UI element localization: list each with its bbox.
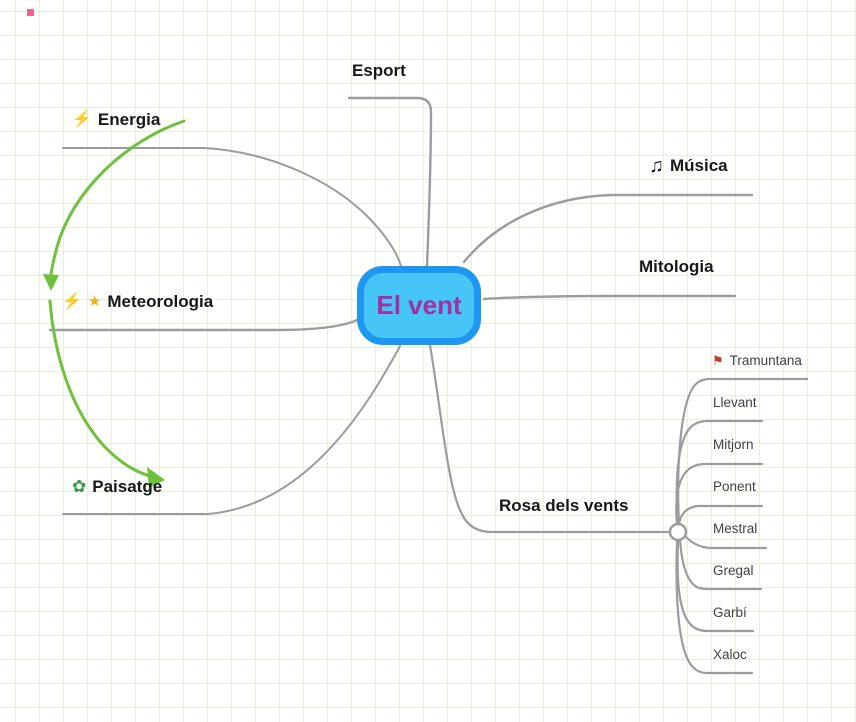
relation-arrow-energia-meteorologia[interactable] <box>49 119 186 279</box>
branch-mitologia[interactable]: Mitologia <box>639 257 714 277</box>
child-xaloc[interactable]: Xaloc <box>713 646 747 664</box>
relation-arrow-meteorologia-paisatge[interactable] <box>48 299 152 478</box>
child-line-llevant <box>675 419 764 526</box>
branch-line-mitologia <box>482 294 737 301</box>
lightning-icon: ⚡ <box>72 111 92 128</box>
branch-line-rosa-dels-vents <box>428 343 670 534</box>
branch-line-musica <box>462 193 754 264</box>
child-line-mestral <box>684 535 768 550</box>
central-node-label: El vent <box>376 290 462 320</box>
child-garbi[interactable]: Garbí <box>713 604 747 622</box>
branch-esport[interactable]: Esport <box>352 61 406 81</box>
branch-line-esport <box>347 96 433 268</box>
branch-paisatge[interactable]: ✿ Paisatge <box>72 477 162 497</box>
child-tramuntana[interactable]: ⚑ Tramuntana <box>712 352 802 370</box>
child-gregal-label: Gregal <box>713 563 754 578</box>
star-icon: ★ <box>87 293 102 310</box>
branch-mitologia-label: Mitologia <box>639 257 714 276</box>
relation-arrowhead-1 <box>43 274 59 291</box>
branch-musica[interactable]: ♫ Música <box>649 156 728 176</box>
child-garbi-label: Garbí <box>713 605 747 620</box>
child-mitjorn-label: Mitjorn <box>713 437 754 452</box>
child-line-gregal <box>678 538 763 591</box>
canvas-marker-dot <box>27 9 34 16</box>
branch-rosa-dels-vents[interactable]: Rosa dels vents <box>499 496 628 516</box>
child-mestral[interactable]: Mestral <box>713 520 757 538</box>
branch-energia[interactable]: ⚡ Energia <box>72 110 160 130</box>
child-mestral-label: Mestral <box>713 521 758 536</box>
child-line-mitjorn <box>675 462 764 527</box>
branch-line-energia <box>62 147 402 267</box>
branch-meteorologia-label: Meteorologia <box>107 292 214 311</box>
relation-arrowhead-2 <box>147 467 165 488</box>
child-line-tramuntana <box>677 377 809 526</box>
branch-esport-label: Esport <box>352 61 406 80</box>
child-line-xaloc <box>675 539 754 675</box>
branch-energia-label: Energia <box>97 110 161 129</box>
child-line-garbi <box>676 539 755 633</box>
branch-musica-label: Música <box>670 156 728 175</box>
child-ponent[interactable]: Ponent <box>713 478 756 496</box>
child-xaloc-label: Xaloc <box>713 647 747 662</box>
branch-meteorologia[interactable]: ⚡ ★ Meteorologia <box>62 292 213 312</box>
branch-line-paisatge <box>62 345 401 515</box>
child-tramuntana-label: Tramuntana <box>729 353 802 368</box>
rosette-flower-icon: ✿ <box>72 477 87 496</box>
branch-paisatge-label: Paisatge <box>92 477 163 496</box>
music-notes-icon: ♫ <box>649 155 664 177</box>
branch-rosa-dels-vents-label: Rosa dels vents <box>499 496 629 515</box>
child-gregal[interactable]: Gregal <box>713 562 754 580</box>
child-ponent-label: Ponent <box>713 479 756 494</box>
child-llevant[interactable]: Llevant <box>713 394 757 412</box>
child-line-ponent <box>677 504 764 527</box>
child-llevant-label: Llevant <box>713 395 757 410</box>
lightning-icon: ⚡ <box>62 293 82 310</box>
flag-icon: ⚑ <box>712 353 724 368</box>
rosa-hub-toggle[interactable] <box>668 522 688 542</box>
branch-line-meteorologia <box>48 317 361 332</box>
central-node-el-vent[interactable]: El vent <box>357 266 481 345</box>
child-mitjorn[interactable]: Mitjorn <box>713 436 754 454</box>
